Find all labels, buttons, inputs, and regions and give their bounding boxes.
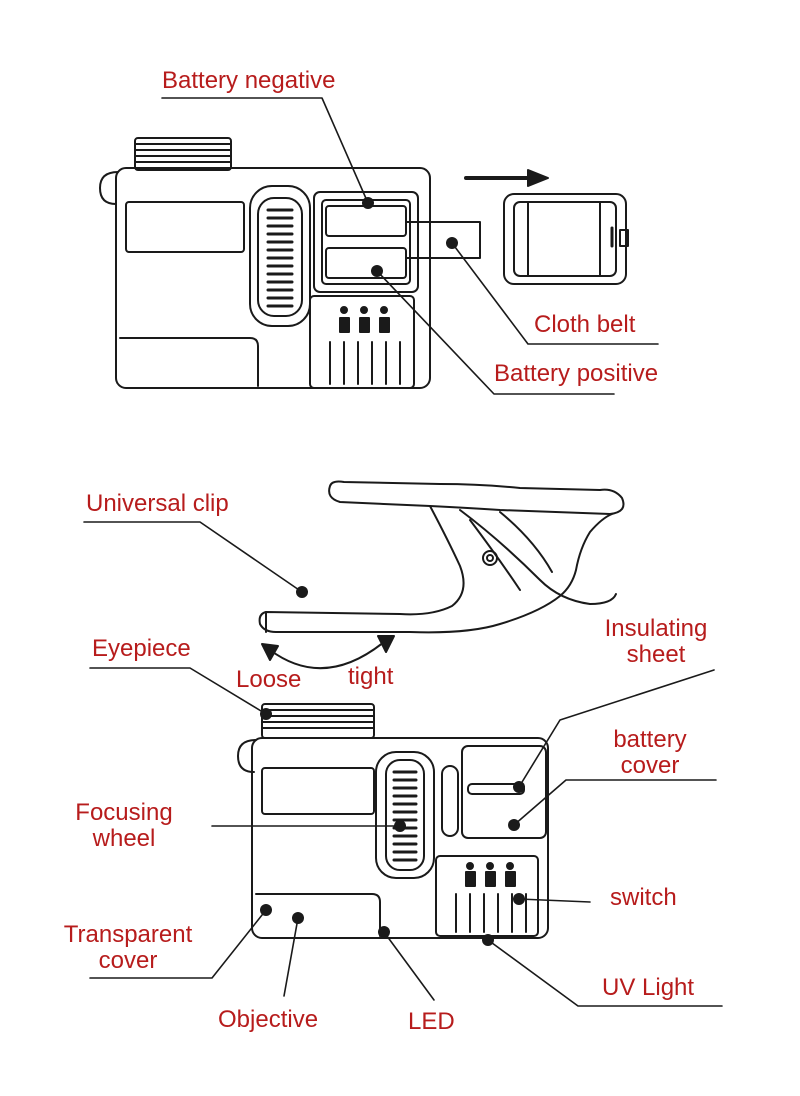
label-eyepiece: Eyepiece bbox=[92, 635, 191, 662]
label-insulating-sheet-line1: Insulating bbox=[604, 615, 708, 642]
label-focusing-wheel: Focusing wheel bbox=[64, 800, 184, 852]
universal-clip-leader bbox=[83, 521, 303, 593]
label-focusing-wheel-line1: Focusing bbox=[75, 799, 173, 826]
label-uv-light: UV Light bbox=[602, 974, 695, 1001]
label-transparent-cover-line1: Transparent bbox=[63, 921, 193, 948]
top-leader-lines bbox=[161, 97, 659, 395]
bottom-focusing-wheel bbox=[392, 770, 418, 862]
universal-clip-drawing bbox=[258, 480, 625, 634]
battery-bay bbox=[313, 191, 419, 293]
top-device-drawing bbox=[99, 137, 629, 389]
detached-battery-cover bbox=[503, 193, 629, 285]
label-loose: Loose bbox=[236, 666, 302, 693]
bottom-device-drawing bbox=[237, 703, 549, 939]
label-universal-clip: Universal clip bbox=[86, 490, 229, 517]
label-transparent-cover: Transparent cover bbox=[50, 922, 206, 974]
label-insulating-sheet: Insulating sheet bbox=[594, 616, 718, 668]
label-battery-cover-line1: battery bbox=[613, 726, 687, 753]
removal-arrow bbox=[464, 169, 549, 187]
label-transparent-cover-line2: cover bbox=[98, 947, 158, 974]
label-insulating-sheet-line2: sheet bbox=[626, 641, 686, 668]
bottom-window bbox=[261, 767, 375, 815]
top-body bbox=[115, 167, 431, 389]
label-led: LED bbox=[408, 1008, 455, 1035]
bottom-eyepiece-threads bbox=[261, 703, 375, 739]
label-battery-negative: Battery negative bbox=[162, 67, 336, 94]
bottom-body bbox=[251, 737, 549, 939]
loose-tight-arc bbox=[261, 635, 395, 670]
top-focusing-wheel bbox=[266, 208, 294, 308]
label-switch: switch bbox=[610, 884, 677, 911]
label-battery-positive: Battery positive bbox=[494, 360, 659, 387]
bottom-leader-lines bbox=[89, 667, 723, 1007]
label-battery-cover: battery cover bbox=[598, 727, 702, 779]
top-switch-block bbox=[309, 295, 415, 389]
label-focusing-wheel-line2: wheel bbox=[92, 825, 156, 852]
cloth-belt-strip bbox=[405, 221, 481, 259]
top-eyepiece-threads bbox=[134, 137, 232, 171]
label-battery-cover-line2: cover bbox=[620, 752, 680, 779]
battery-cell-lower bbox=[325, 247, 407, 279]
label-objective: Objective bbox=[218, 1006, 319, 1033]
label-tight: tight bbox=[348, 663, 394, 690]
top-window bbox=[125, 201, 245, 253]
bottom-battery-cover bbox=[461, 745, 547, 839]
label-cloth-belt: Cloth belt bbox=[534, 311, 636, 338]
battery-cell-upper bbox=[325, 205, 407, 237]
